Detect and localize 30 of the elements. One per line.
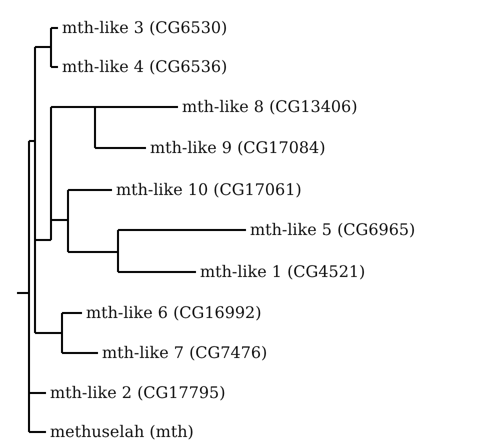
tree-branch [29, 431, 46, 433]
gene-label: mth-like 9 (CG17084) [150, 138, 326, 158]
gene-label: mth-like 6 (CG16992) [86, 303, 262, 323]
tree-branch [118, 229, 246, 231]
tree-branch [51, 106, 95, 108]
gene-label: methuselah (mth) [50, 422, 194, 442]
tree-branch [62, 352, 98, 354]
gene-label: mth-like 3 (CG6530) [62, 18, 228, 38]
tree-branch [29, 140, 35, 142]
tree-branch [51, 219, 68, 221]
gene-label: mth-like 2 (CG17795) [50, 383, 226, 403]
tree-branch [95, 106, 178, 108]
gene-label: mth-like 1 (CG4521) [200, 262, 366, 282]
tree-branch [68, 251, 118, 253]
tree-branch [62, 312, 82, 314]
gene-label: mth-like 10 (CG17061) [116, 180, 302, 200]
tree-branch [118, 271, 196, 273]
tree-branch [51, 66, 58, 68]
tree-branch [29, 392, 46, 394]
tree-branch [35, 332, 62, 334]
gene-label: mth-like 4 (CG6536) [62, 57, 228, 77]
tree-branch [95, 147, 146, 149]
tree-branch [68, 189, 112, 191]
gene-label: mth-like 7 (CG7476) [102, 343, 268, 363]
tree-branch [17, 292, 29, 294]
tree-branch [51, 27, 58, 29]
gene-label: mth-like 8 (CG13406) [182, 97, 358, 117]
tree-branch [35, 239, 51, 241]
gene-label: mth-like 5 (CG6965) [250, 220, 416, 240]
tree-branch [35, 46, 51, 48]
